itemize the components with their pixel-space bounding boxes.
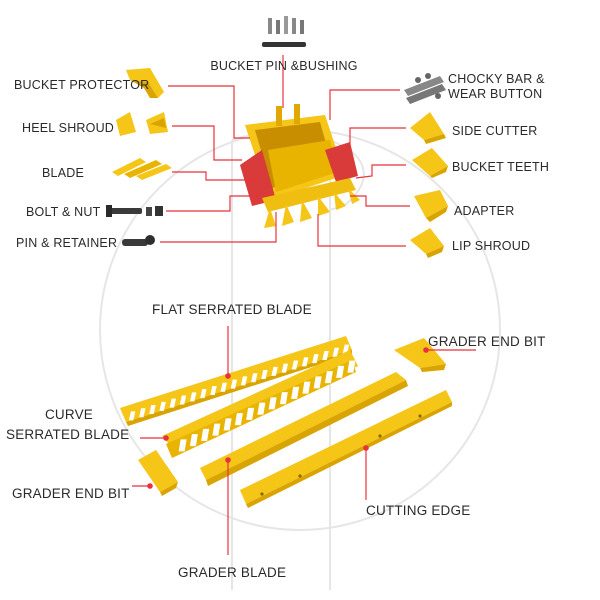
serration-notch <box>230 379 238 389</box>
label-adapter: ADAPTER <box>454 204 515 218</box>
serration-notch <box>302 381 311 394</box>
serration-notch <box>223 418 232 431</box>
adapter-icon <box>414 190 448 222</box>
serration-notch <box>159 401 166 411</box>
serration-notch <box>261 370 268 380</box>
bucket-pin-bushing-icon <box>262 16 306 47</box>
serration-notch <box>178 439 187 452</box>
serration-notch <box>169 398 177 408</box>
serration-notch <box>291 386 300 399</box>
bucket-teeth-icon <box>412 148 448 178</box>
serration-notch <box>279 392 288 405</box>
grader-end-bit-left-icon <box>138 450 178 496</box>
serration-notch <box>179 395 187 405</box>
label-cutting-edge: CUTTING EDGE <box>366 503 471 518</box>
serration-notch <box>200 389 207 399</box>
label-heel-shroud: HEEL SHROUD <box>22 121 115 135</box>
lip-shroud-icon <box>410 228 444 258</box>
label-chocky-bar-line2: WEAR BUTTON <box>448 87 543 101</box>
serration-notch <box>212 423 221 436</box>
curve-serrated-blade-icon <box>162 350 358 458</box>
serration-notch <box>313 376 322 389</box>
serration-notch <box>332 347 339 357</box>
blade-icon <box>112 158 172 180</box>
label-pin-retainer: PIN & RETAINER <box>16 236 118 250</box>
serration-notch <box>240 376 248 386</box>
grader-end-bit-right-icon <box>394 338 446 372</box>
serration-notch <box>201 428 210 441</box>
label-curve-serrated-line2: SERRATED BLADE <box>6 427 130 442</box>
serration-notch <box>268 397 277 410</box>
callout-dots <box>147 347 429 489</box>
label-blade: BLADE <box>42 166 84 180</box>
serration-notch <box>234 413 243 426</box>
label-chocky-bar-line1: CHOCKY BAR & <box>448 72 545 86</box>
label-bucket-protector: BUCKET PROTECTOR <box>14 78 150 92</box>
serration-notch <box>139 408 146 418</box>
label-flat-serrated-blade: FLAT SERRATED BLADE <box>152 302 312 317</box>
heel-shroud-icon <box>116 112 168 136</box>
serration-notch <box>246 407 255 420</box>
label-bucket-pin-bushing: BUCKET PIN &BUSHING <box>210 59 358 73</box>
bottom-leader-lines <box>132 326 476 555</box>
cutting-edge-icon <box>240 390 452 508</box>
serration-notch <box>291 360 299 370</box>
label-grader-blade: GRADER BLADE <box>178 565 287 580</box>
serration-notch <box>189 434 198 447</box>
bucket-protector-icon <box>126 68 164 98</box>
bolt-nut-icon <box>106 205 163 217</box>
serration-notch <box>149 405 156 415</box>
serration-notch <box>322 350 329 360</box>
label-bolt-nut: BOLT & NUT <box>26 205 101 219</box>
top-leader-lines <box>160 55 410 247</box>
serration-notch <box>210 385 217 395</box>
serration-notch <box>312 354 319 364</box>
serration-notch <box>271 366 278 376</box>
serration-notch <box>251 373 258 383</box>
label-bucket-teeth: BUCKET TEETH <box>452 160 550 174</box>
label-grader-end-bit-left: GRADER END BIT <box>12 486 130 501</box>
label-lip-shroud: LIP SHROUD <box>452 239 531 253</box>
chocky-bar-wear-button-icon <box>404 73 446 104</box>
serration-notch <box>220 382 227 392</box>
serration-notch <box>257 402 266 415</box>
serration-notch <box>281 363 289 373</box>
serration-notch <box>336 365 345 378</box>
pin-retainer-icon <box>122 235 155 246</box>
serration-notch <box>301 357 309 367</box>
side-cutter-icon <box>410 112 446 144</box>
label-side-cutter: SIDE CUTTER <box>452 124 538 138</box>
serration-notch <box>347 360 356 373</box>
label-curve-serrated-line1: CURVE <box>44 407 93 422</box>
bucket-icon <box>240 104 360 228</box>
serration-notch <box>324 371 333 384</box>
label-grader-end-bit-right: GRADER END BIT <box>428 334 546 349</box>
serration-notch <box>189 392 197 402</box>
grader-blade-icon <box>200 372 408 486</box>
serration-notch <box>128 411 136 421</box>
